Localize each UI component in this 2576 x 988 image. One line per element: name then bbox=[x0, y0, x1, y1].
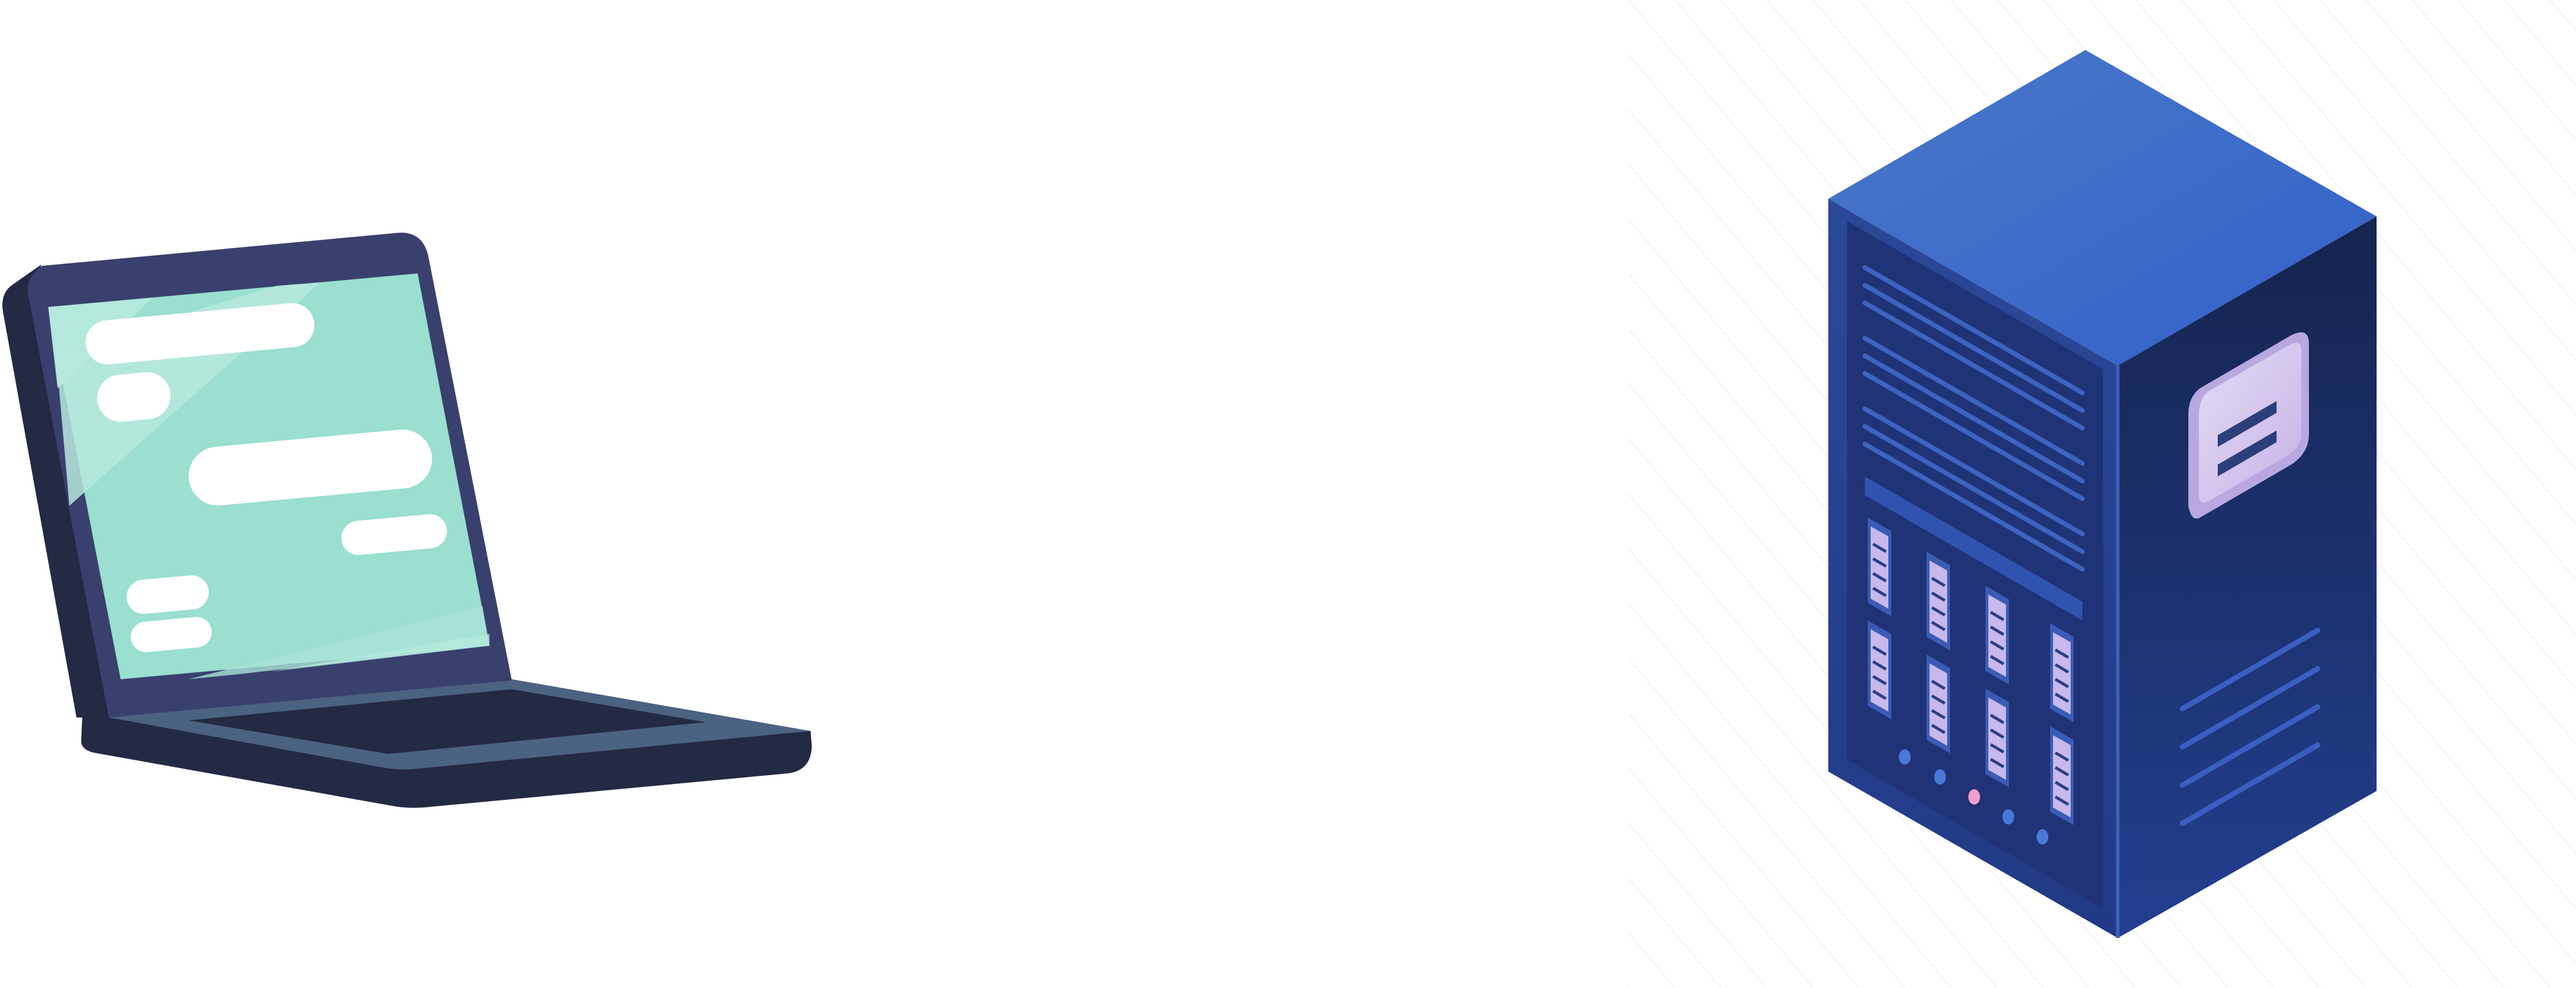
chat-bubble bbox=[188, 429, 432, 506]
drive-bay bbox=[1868, 620, 1891, 719]
status-led bbox=[1968, 789, 1980, 805]
front-vents bbox=[1862, 265, 2085, 572]
side-vents bbox=[2180, 627, 2321, 826]
chat-bubble bbox=[126, 575, 209, 614]
status-led bbox=[2002, 809, 2014, 825]
chat-bubbles bbox=[85, 303, 447, 652]
drive-bay bbox=[2050, 726, 2074, 825]
status-led bbox=[1899, 749, 1911, 765]
chat-bubble bbox=[97, 372, 171, 422]
drive-bay bbox=[1868, 518, 1891, 616]
drive-bays bbox=[1868, 518, 2074, 825]
status-leds bbox=[1899, 749, 2048, 845]
status-led bbox=[2037, 829, 2048, 845]
status-led bbox=[1934, 769, 1946, 785]
server-label-plate bbox=[2188, 332, 2309, 519]
drive-bay bbox=[1985, 689, 2009, 787]
drive-bay bbox=[1927, 552, 1950, 650]
drive-bay bbox=[1985, 586, 2009, 685]
chat-bubble bbox=[85, 303, 315, 365]
laptop-icon bbox=[2, 232, 812, 808]
drive-bay bbox=[1927, 655, 1950, 753]
server-icon bbox=[1828, 50, 2377, 938]
chat-bubble bbox=[131, 617, 212, 652]
chat-bubble bbox=[341, 514, 447, 555]
drive-bay bbox=[2050, 623, 2074, 722]
